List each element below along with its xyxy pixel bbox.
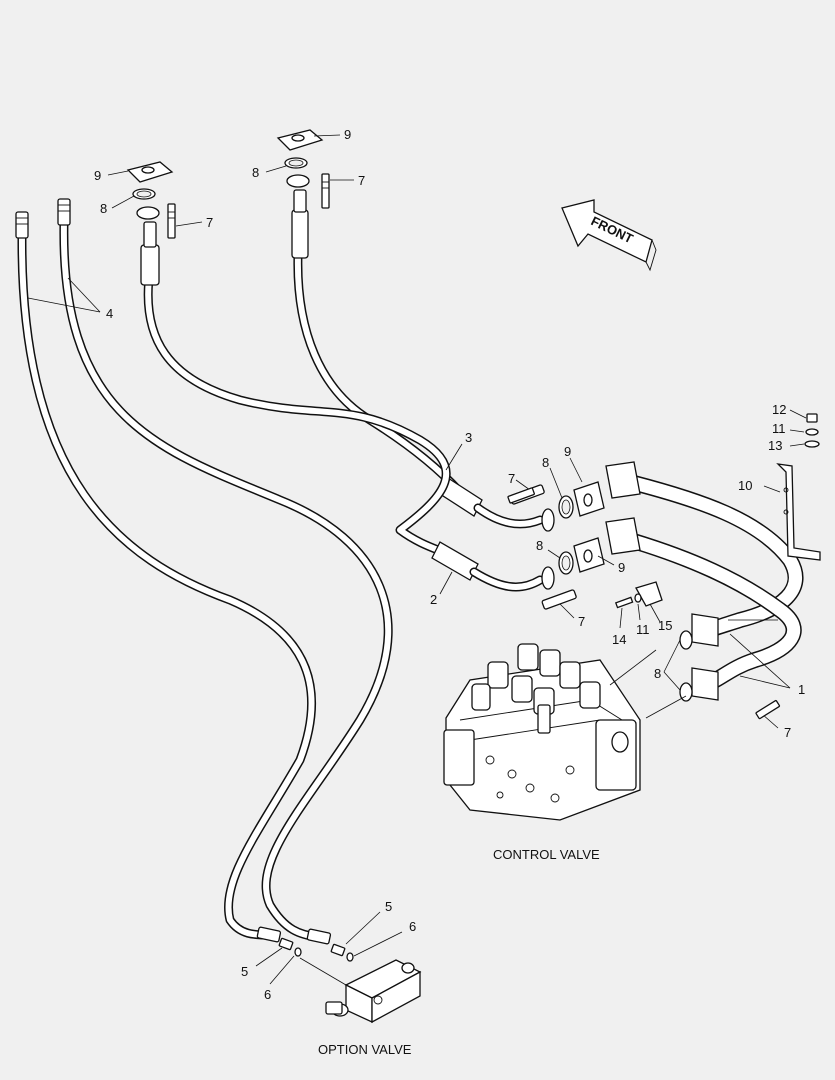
callout-9: 9: [618, 560, 625, 575]
leader-lines: [27, 134, 807, 986]
callout-6: 6: [409, 919, 416, 934]
callout-5: 5: [241, 964, 248, 979]
callout-12: 12: [772, 402, 786, 417]
callout-7: 7: [358, 173, 365, 188]
callout-7: 7: [206, 215, 213, 230]
callout-15: 15: [658, 618, 672, 633]
callout-8: 8: [536, 538, 543, 553]
callout-14: 14: [612, 632, 626, 647]
option-valve-caption: OPTION VALVE: [318, 1042, 412, 1057]
callout-11: 11: [636, 622, 650, 637]
callout-9: 9: [344, 127, 351, 142]
top-left-flange-set: [126, 161, 176, 239]
callout-11: 11: [772, 421, 786, 436]
callout-8: 8: [542, 455, 549, 470]
callout-numbers: 9 8 7 9 8 7 4 3 2 7 8 9 8 9 7 12 11 13 1…: [94, 127, 805, 1002]
front-arrow: FRONT: [561, 199, 657, 272]
callout-3: 3: [465, 430, 472, 445]
callout-7: 7: [578, 614, 585, 629]
control-valve: [443, 643, 641, 821]
middle-flange-set-lower: [541, 537, 605, 610]
top-right-flange-set: [276, 129, 330, 209]
callout-1: 1: [798, 682, 805, 697]
callout-13: 13: [768, 438, 782, 453]
middle-flange-set-upper: [509, 481, 605, 519]
option-valve: [278, 937, 422, 1024]
callout-10: 10: [738, 478, 752, 493]
hose-2: [136, 206, 555, 592]
callout-7: 7: [508, 471, 515, 486]
callout-6: 6: [264, 987, 271, 1002]
option-hoses: [15, 198, 393, 945]
callout-2: 2: [430, 592, 437, 607]
steel-pipes: [605, 461, 804, 702]
callout-4: 4: [106, 306, 113, 321]
control-valve-caption: CONTROL VALVE: [493, 847, 600, 862]
callout-7: 7: [784, 725, 791, 740]
callout-8: 8: [252, 165, 259, 180]
callout-5: 5: [385, 899, 392, 914]
callout-8: 8: [654, 666, 661, 681]
callout-8: 8: [100, 201, 107, 216]
callout-9: 9: [94, 168, 101, 183]
callout-9: 9: [564, 444, 571, 459]
bracket: [614, 413, 821, 609]
